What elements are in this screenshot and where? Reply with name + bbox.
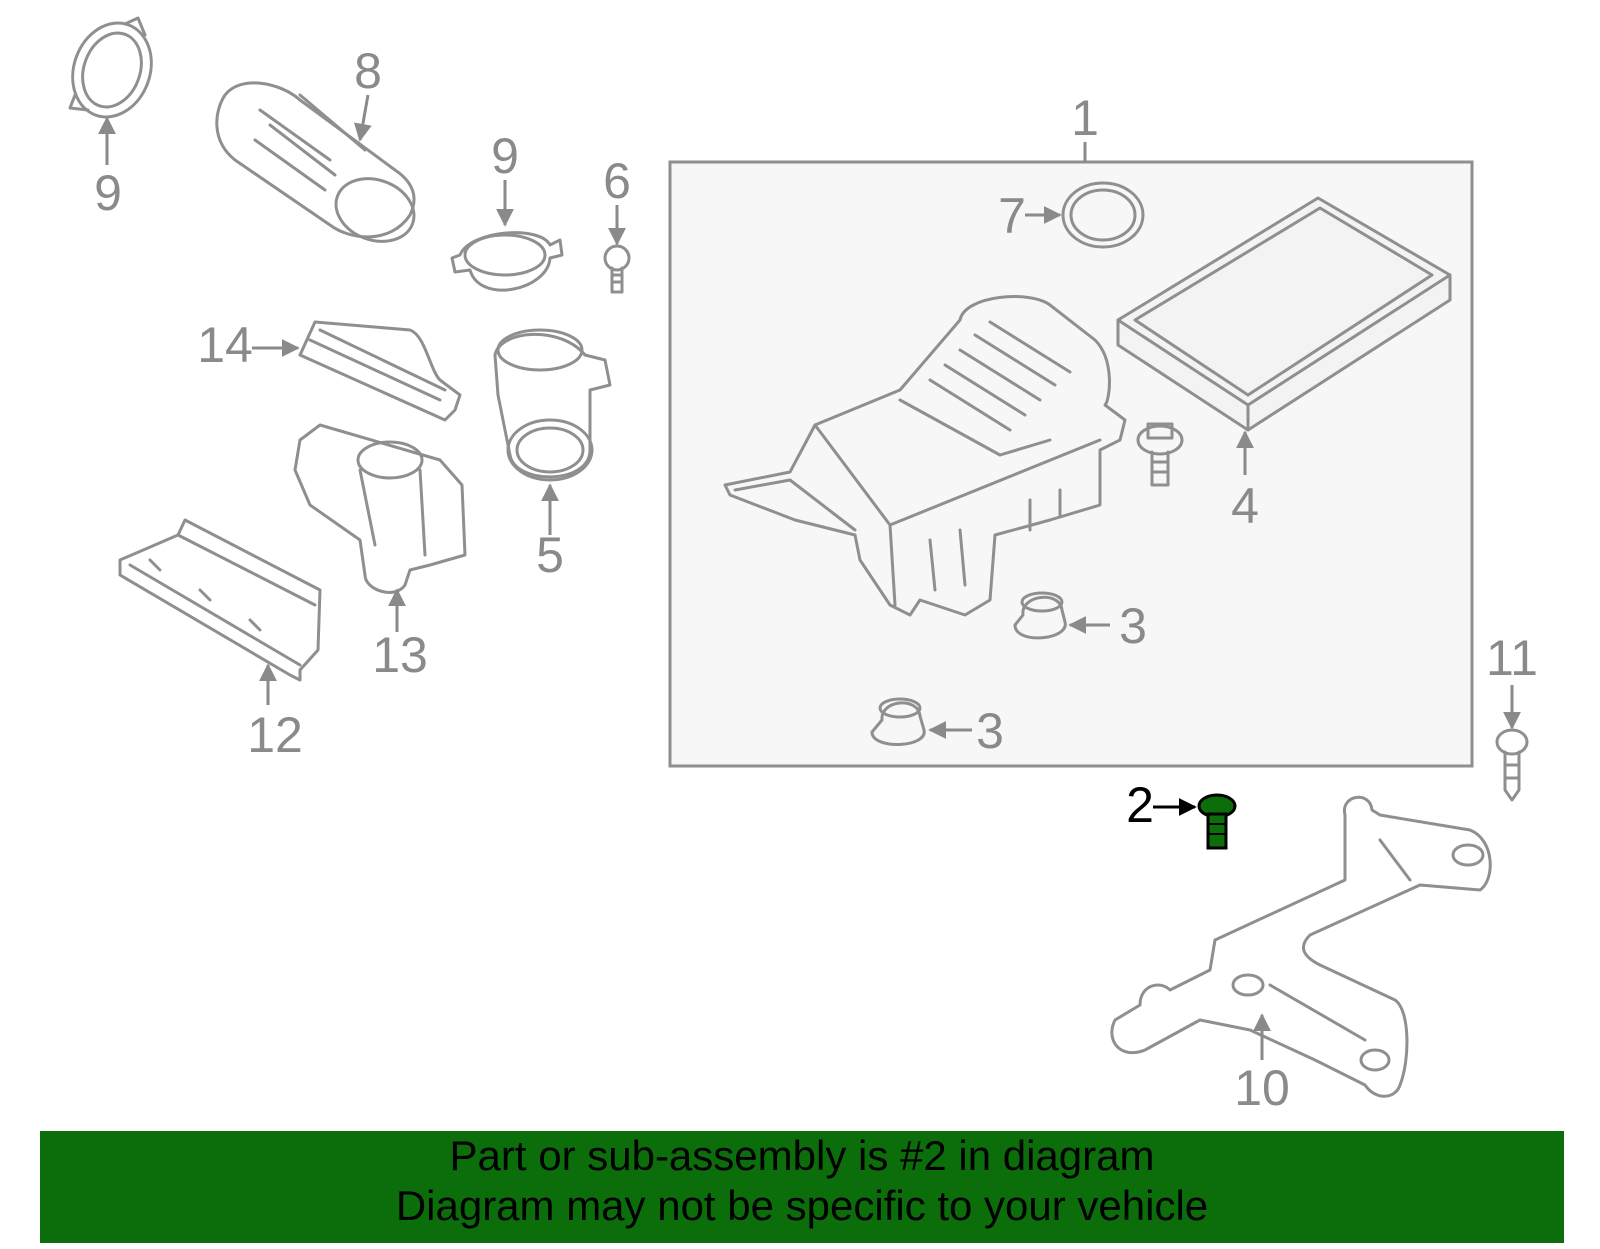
seal-ring xyxy=(1025,181,1145,249)
callout-14: 14 xyxy=(197,317,253,373)
resonator xyxy=(293,423,467,632)
banner-line-1: Part or sub-assembly is #2 in diagram xyxy=(449,1132,1155,1179)
grommet-lower xyxy=(870,697,972,746)
air-duct-cover xyxy=(252,320,462,422)
callout-3-upper: 3 xyxy=(1119,598,1147,654)
banner-line-2: Diagram may not be specific to your vehi… xyxy=(395,1182,1209,1229)
callout-3-lower: 3 xyxy=(976,703,1004,759)
callout-13: 13 xyxy=(372,627,428,683)
hose-clamp-left xyxy=(68,16,153,165)
air-flow-adapter xyxy=(493,328,612,535)
bolt-6 xyxy=(603,205,631,294)
air-cleaner-housing xyxy=(723,295,1127,617)
bolt-11 xyxy=(1495,685,1529,802)
callout-9-left: 9 xyxy=(94,165,122,221)
grommet-upper xyxy=(1013,591,1110,640)
inlet-duct xyxy=(118,518,322,705)
info-banner: Part or sub-assembly is #2 in diagram Di… xyxy=(40,1131,1564,1243)
mounting-bracket xyxy=(1110,795,1492,1098)
callout-7: 7 xyxy=(998,188,1026,244)
callout-4: 4 xyxy=(1231,478,1259,534)
callout-10: 10 xyxy=(1234,1060,1290,1116)
callout-1: 1 xyxy=(1071,90,1099,146)
callout-9-center: 9 xyxy=(491,128,519,184)
intake-hose xyxy=(215,81,416,243)
callout-12: 12 xyxy=(247,707,303,763)
housing-bolt xyxy=(1136,422,1184,487)
callout-8: 8 xyxy=(354,43,382,99)
callout-6: 6 xyxy=(603,153,631,209)
callout-2[interactable]: 2 xyxy=(1126,777,1154,833)
hose-clamp-center xyxy=(450,180,564,292)
bolt-2-highlighted[interactable] xyxy=(1153,793,1237,850)
callout-5: 5 xyxy=(536,527,564,583)
callout-11: 11 xyxy=(1486,630,1538,686)
air-filter-element xyxy=(1116,196,1452,475)
